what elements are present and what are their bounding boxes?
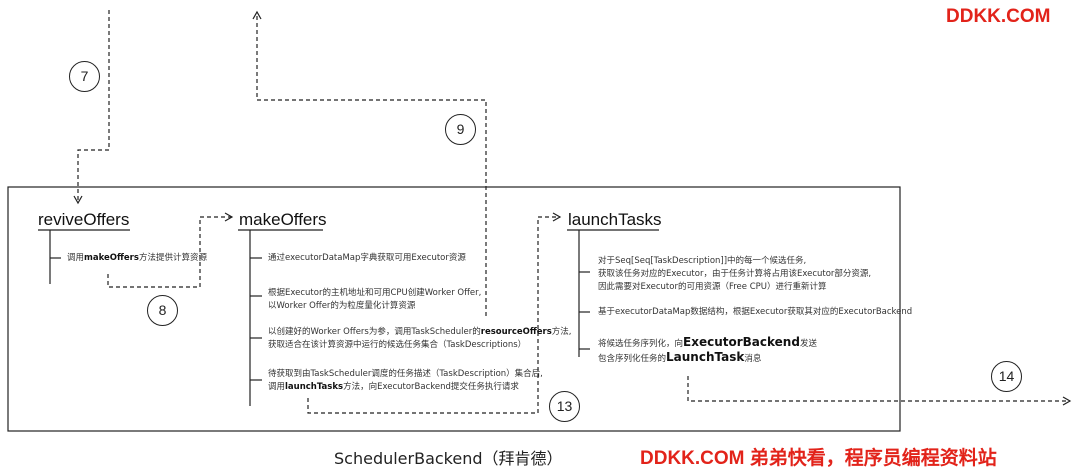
watermark-top: DDKK.COM [946, 6, 1051, 27]
step-number-9: 9 [445, 114, 476, 145]
make-offers-title: makeOffers [239, 210, 327, 229]
step-number-14: 14 [991, 361, 1022, 392]
watermark-bottom: DDKK.COM 弟弟快看，程序员编程资料站 [640, 448, 997, 469]
step-number-13: 13 [549, 391, 580, 422]
launch-tasks-title: launchTasks [568, 210, 662, 229]
launch-tasks-tree [578, 230, 590, 357]
launch-tasks-step-2: 基于executorDataMap数据结构，根据Executor获取其对应的Ex… [598, 307, 913, 317]
scheduler-backend-label: SchedulerBackend（拜肯德） [334, 449, 563, 468]
make-offers-step-2: 根据Executor的主机地址和可用CPU创建Worker Offer, 以Wo… [268, 288, 482, 311]
step-number-7: 7 [69, 61, 100, 92]
revive-offers-tree [49, 230, 61, 284]
arrow-step-8 [107, 212, 234, 288]
step-number-8: 8 [147, 295, 178, 326]
make-offers-step-4: 待获取到由TaskScheduler调度的任务描述（TaskDescriptio… [268, 369, 543, 392]
make-offers-step-3: 以创建好的Worker Offers为参，调用TaskScheduler的res… [268, 327, 572, 350]
make-offers-step-1: 通过executorDataMap字典获取可用Executor资源 [268, 253, 466, 263]
revive-offers-step-1: 调用makeOffers方法提供计算资源 [67, 253, 207, 263]
make-offers-tree [249, 230, 262, 406]
arrow-step-9 [252, 10, 487, 316]
revive-offers-title: reviveOffers [38, 210, 130, 229]
launch-tasks-step-3: 将候选任务序列化，向ExecutorBackend发送 包含序列化任务的Laun… [598, 335, 817, 365]
arrow-step-7 [73, 10, 110, 205]
scheduler-backend-frame [7, 186, 901, 432]
arrow-step-13 [307, 212, 562, 414]
arrow-step-14 [687, 376, 1072, 406]
launch-tasks-step-1: 对于Seq[Seq[TaskDescription]]中的每一个候选任务, 获取… [598, 256, 872, 292]
